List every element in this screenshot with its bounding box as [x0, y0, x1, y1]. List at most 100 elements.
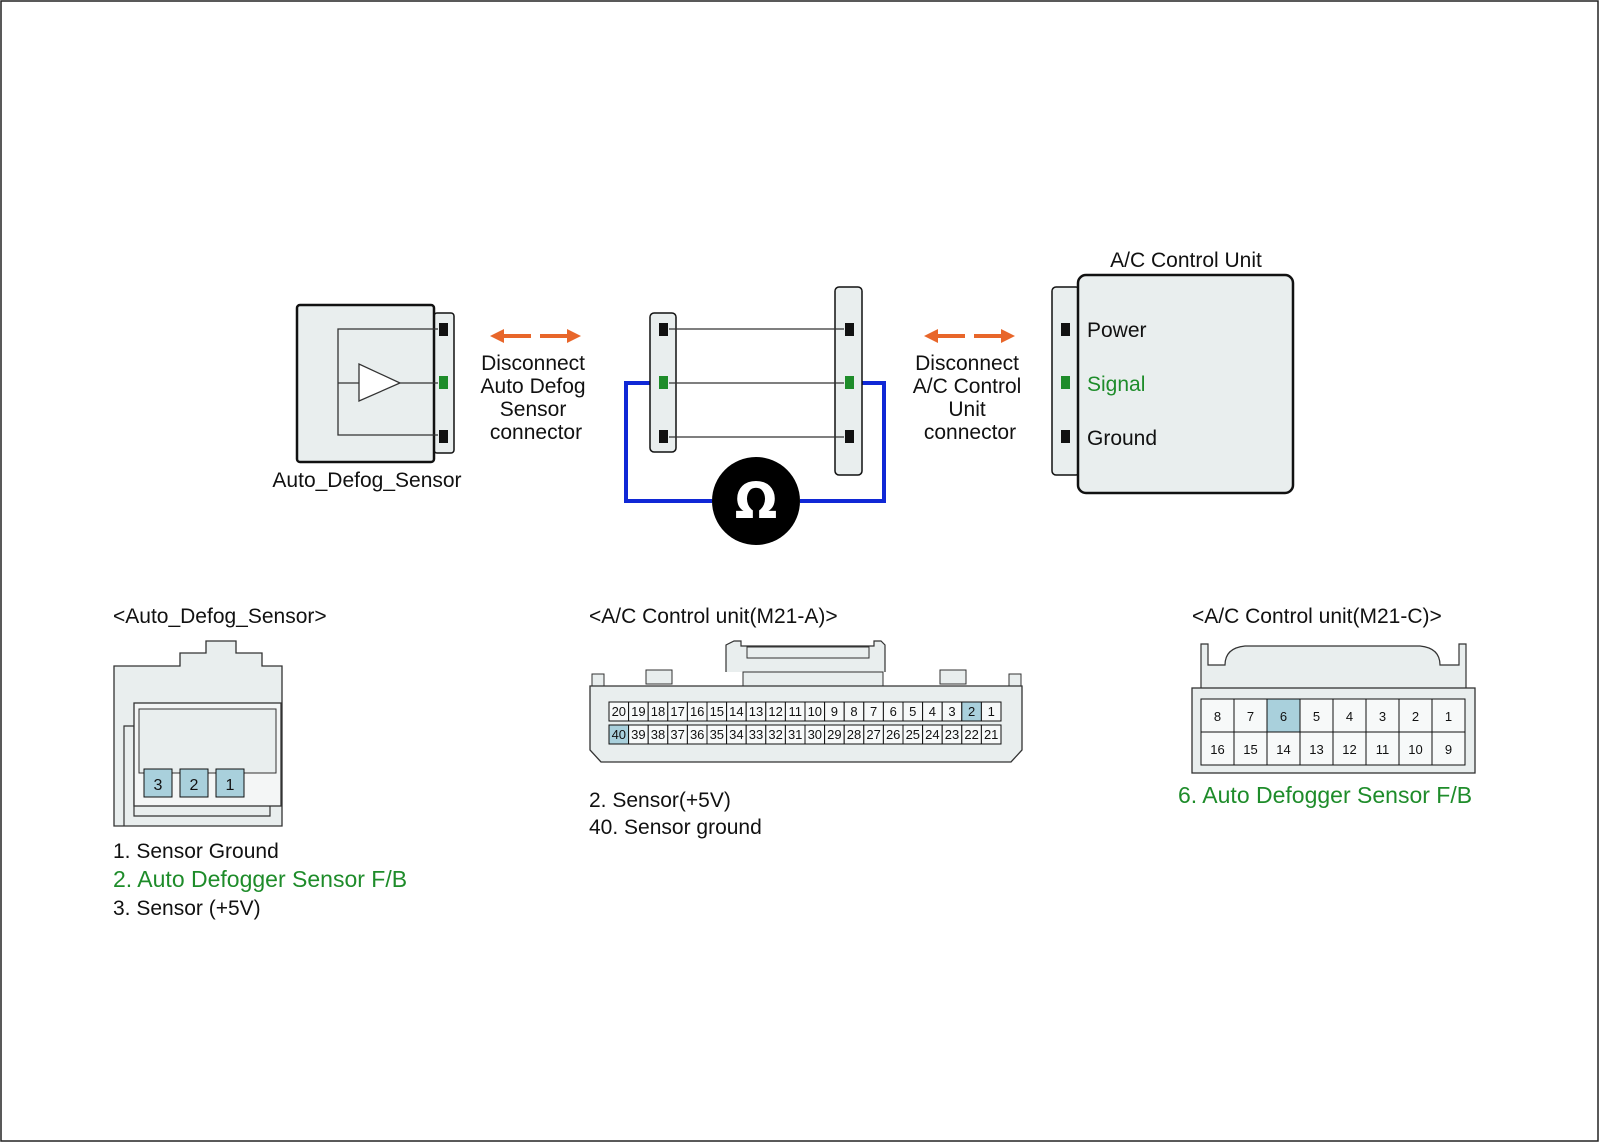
m21c-pin-number: 12: [1342, 742, 1356, 757]
sensor-pin-bottom: [439, 430, 448, 443]
ac-pin-label-signal: Signal: [1087, 373, 1145, 396]
m21a-pin-number: 31: [788, 727, 802, 742]
m21a-pin-number: 28: [847, 727, 861, 742]
m21a-pin-number: 22: [964, 727, 978, 742]
m21a-pin-number: 24: [925, 727, 939, 742]
sensor-legend-line-signal: 2. Auto Defogger Sensor F/B: [113, 866, 407, 892]
m21c-pin-cell: [1266, 731, 1301, 766]
sensor-label: Auto_Defog_Sensor: [272, 469, 461, 492]
m21a-pin-number: 21: [984, 727, 998, 742]
m21c-pin-number: 6: [1280, 709, 1287, 724]
m21c-pin-cell: [1332, 698, 1367, 733]
m21c-connector-title: <A/C Control unit(M21-C)>: [1192, 605, 1442, 628]
m21a-pin-number: 7: [870, 704, 877, 719]
m21a-pin-number: 6: [890, 704, 897, 719]
ac-pin-label: Ground: [1087, 427, 1157, 450]
sensor-internal-wire: [337, 328, 438, 436]
m21c-pin-number: 1: [1445, 709, 1452, 724]
sensor-pin-top: [439, 323, 448, 336]
m21a-pin-number: 23: [945, 727, 959, 742]
m21a-pin-number: 40: [612, 727, 626, 742]
harness-pin: [659, 323, 668, 336]
m21a-pin-number: 3: [948, 704, 955, 719]
m21a-pin-number: 20: [612, 704, 626, 719]
m21a-pin-number: 16: [690, 704, 704, 719]
harness-pin-signal: [659, 376, 668, 389]
m21c-pin-number: 2: [1412, 709, 1419, 724]
ac-control-unit-block: A/C Control Unit Power Signal Ground: [1051, 249, 1295, 495]
ac-control-unit-title: A/C Control Unit: [1110, 249, 1262, 272]
m21a-pin-number: 5: [909, 704, 916, 719]
arrow-left-icon: [924, 329, 965, 343]
m21c-pin-cell: [1332, 731, 1367, 766]
disconnect-left-label: Disconnect Auto Defog Sensor connector: [481, 352, 592, 444]
meter-lead-left: [624, 381, 712, 503]
sensor-connector-face: <Auto_Defog_Sensor> 3 2 1 1. Sensor Grou…: [113, 605, 407, 920]
sensor-legend-line: 3. Sensor (+5V): [113, 897, 261, 920]
m21a-pin-number: 8: [850, 704, 857, 719]
arrow-left-icon: [490, 329, 531, 343]
ac-pin-label: Power: [1087, 319, 1147, 342]
m21c-pin-cell: [1266, 698, 1301, 733]
m21c-top-shroud: [1200, 643, 1467, 688]
m21a-pin-cell: [980, 724, 1002, 745]
m21c-pin-cell: [1365, 698, 1400, 733]
sensor-connector-title: <Auto_Defog_Sensor>: [113, 605, 327, 628]
m21a-pin-number: 37: [670, 727, 684, 742]
ac-pin-signal: [1061, 376, 1070, 389]
m21c-pin-number: 10: [1408, 742, 1422, 757]
ac-pin-power: [1061, 323, 1070, 336]
harness-pin: [659, 430, 668, 443]
m21c-pin-cell: [1431, 698, 1466, 733]
m21c-pin-cell: [1233, 731, 1268, 766]
disconnect-left-line: connector: [490, 421, 582, 444]
sensor-legend-line: 1. Sensor Ground: [113, 840, 279, 863]
m21c-pin-number: 4: [1346, 709, 1353, 724]
disconnect-right-line: Disconnect: [915, 352, 1019, 375]
m21a-pin-number: 18: [651, 704, 665, 719]
m21a-pin-number: 2: [968, 704, 975, 719]
m21c-pin-cell: [1398, 731, 1433, 766]
m21c-pin-number: 16: [1210, 742, 1224, 757]
m21c-pin-cell: [1299, 698, 1334, 733]
right-disconnect-arrows: [924, 329, 1015, 343]
m21c-pin-cell: [1431, 731, 1466, 766]
m21a-pin-number: 39: [631, 727, 645, 742]
sensor-pin-cell: [215, 768, 245, 798]
m21a-pin-number: 14: [729, 704, 743, 719]
m21a-pin-number: 30: [808, 727, 822, 742]
m21a-pin-number: 27: [866, 727, 880, 742]
harness-test-block: Ω: [624, 286, 886, 545]
m21c-pin-number: 14: [1276, 742, 1290, 757]
m21a-pin-number: 13: [749, 704, 763, 719]
sensor-pin-cell: [179, 768, 209, 798]
ohmmeter-icon: [712, 457, 800, 545]
m21a-pin-number: 38: [651, 727, 665, 742]
m21a-pin-number: 35: [710, 727, 724, 742]
m21a-legend-line: 2. Sensor(+5V): [589, 789, 731, 812]
sensor-connector-inner: [138, 708, 277, 774]
disconnect-left-line: Sensor: [500, 398, 567, 421]
disconnect-right-line: Unit: [948, 398, 986, 421]
disconnect-right-line: connector: [924, 421, 1016, 444]
meter-lead-right: [800, 381, 886, 503]
harness-pin: [845, 323, 854, 336]
disconnect-right-line: A/C Control: [913, 375, 1022, 398]
m21c-pin-cell: [1398, 698, 1433, 733]
m21c-legend-line-signal: 6. Auto Defogger Sensor F/B: [1178, 782, 1472, 808]
m21c-pin-cell: [1299, 731, 1334, 766]
m21a-pin-number: 10: [808, 704, 822, 719]
m21c-pin-number: 15: [1243, 742, 1257, 757]
m21a-pin-number: 29: [827, 727, 841, 742]
m21a-connector-title: <A/C Control unit(M21-A)>: [589, 605, 838, 628]
m21a-pin-number: 34: [729, 727, 743, 742]
sensor-pin-cell: [143, 768, 173, 798]
m21a-pin-number: 15: [710, 704, 724, 719]
m21a-pin-number: 26: [886, 727, 900, 742]
disconnect-left-line: Disconnect: [481, 352, 585, 375]
arrow-right-icon: [540, 329, 581, 343]
